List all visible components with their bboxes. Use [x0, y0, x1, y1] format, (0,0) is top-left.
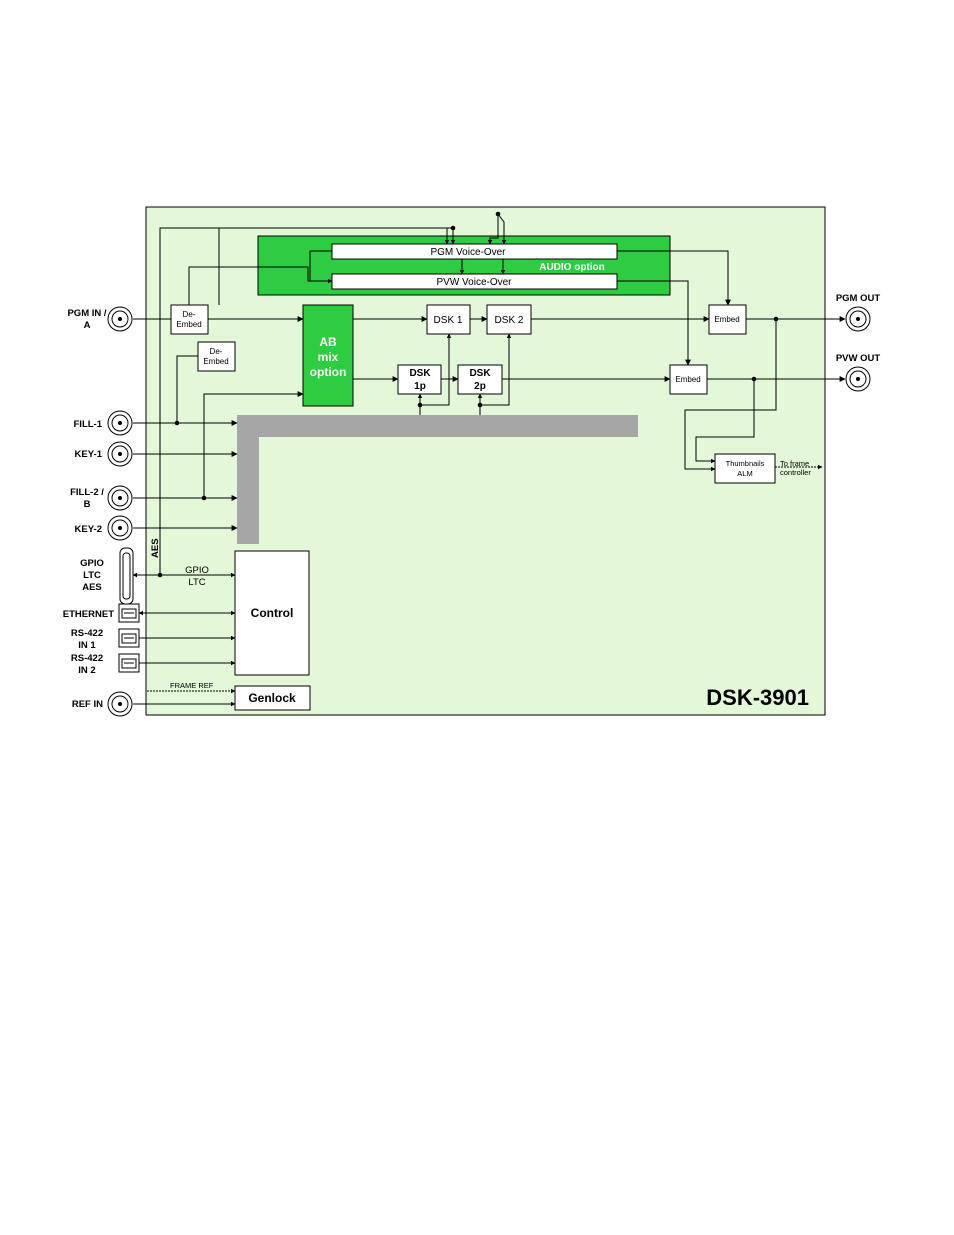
- to-frame-label: To frame: [780, 459, 809, 468]
- genlock-label: Genlock: [248, 691, 296, 705]
- dsk1p-label-2: 1p: [414, 381, 426, 392]
- ltc-wire-label: LTC: [188, 577, 205, 588]
- rj45-connector-icon-rs422-2: [118, 653, 140, 673]
- embed-box-pgm: [708, 304, 747, 335]
- embed-pgm-label: Embed: [714, 315, 739, 324]
- rs422-2-label: RS-422: [71, 653, 103, 664]
- rj45-connector-icon-rs422-1: [118, 628, 140, 648]
- dsk1-label: DSK 1: [434, 315, 463, 326]
- audio-option-label: AUDIO option: [539, 262, 605, 273]
- pvw-voiceover-label: PVW Voice-Over: [436, 277, 512, 288]
- fill2-label: FILL-2 /: [70, 487, 104, 498]
- thumbnails-alm-box: [714, 453, 776, 484]
- aes-wire-label: AES: [150, 538, 161, 558]
- dsk2p-label: DSK: [469, 368, 491, 379]
- control-label: Control: [251, 606, 294, 620]
- frame-ref-label: FRAME REF: [170, 681, 214, 690]
- ltc-label: LTC: [83, 570, 101, 581]
- rs422-1-label-2: IN 1: [78, 640, 96, 651]
- ab-mix-label-3: option: [310, 365, 347, 379]
- bnc-connector-icon-fill1: [107, 410, 133, 436]
- gpio-wire-label: GPIO: [185, 565, 209, 576]
- rj45-connector-icon-ethernet: [118, 603, 140, 623]
- bnc-connector-icon-pvw-out: [845, 366, 871, 392]
- pgm-in-label: PGM IN /: [67, 308, 106, 319]
- ab-mix-label: AB: [319, 335, 337, 349]
- ethernet-label: ETHERNET: [63, 609, 114, 620]
- dsk1-box: [426, 304, 471, 335]
- diagram-title: DSK-3901: [706, 685, 809, 710]
- dsk2-box: [486, 304, 532, 335]
- key2-label: KEY-2: [75, 524, 102, 535]
- rs422-1-label: RS-422: [71, 628, 103, 639]
- ab-mix-option-block: [302, 304, 354, 407]
- deembed-2-label-2: Embed: [203, 357, 228, 366]
- deembed-1-label: De-: [183, 310, 196, 319]
- pgm-out-label: PGM OUT: [836, 293, 881, 304]
- embed-pvw-label: Embed: [675, 375, 700, 384]
- key1-label: KEY-1: [75, 449, 103, 460]
- deembed-box-2: [197, 341, 236, 372]
- deembed-2-label: De-: [210, 347, 223, 356]
- rs422-2-label-2: IN 2: [78, 665, 95, 676]
- ref-in-label: REF IN: [72, 699, 103, 710]
- input-bus-horizontal: [237, 415, 638, 437]
- thumbnails-label: Thumbnails: [726, 459, 765, 468]
- bnc-connector-icon-key1: [107, 441, 133, 467]
- bnc-connector-icon-pgm-in: [107, 306, 133, 332]
- pgm-in-label-2: A: [84, 320, 91, 331]
- dsk2-label: DSK 2: [495, 315, 524, 326]
- dsk1p-label: DSK: [409, 368, 431, 379]
- ab-mix-label-2: mix: [318, 350, 339, 364]
- to-frame-label-2: controller: [780, 468, 811, 477]
- aes-label: AES: [82, 582, 102, 593]
- genlock-box: [234, 685, 311, 711]
- bnc-connector-icon-fill2: [107, 485, 133, 511]
- dsk1p-box: [397, 364, 442, 395]
- thumbnails-label-2: ALM: [737, 469, 752, 478]
- input-bus-vertical: [237, 415, 259, 544]
- fill2-label-2: B: [84, 499, 91, 510]
- bnc-connector-icon-ref-in: [107, 691, 133, 717]
- control-box: [234, 550, 310, 676]
- embed-box-pvw: [669, 364, 708, 395]
- bnc-connector-icon-pgm-out: [845, 306, 871, 332]
- deembed-1-label-2: Embed: [176, 320, 201, 329]
- pgm-voiceover-label: PGM Voice-Over: [430, 247, 506, 258]
- bnc-connector-icon-key2: [107, 515, 133, 541]
- dsk2p-label-2: 2p: [474, 381, 486, 392]
- fill1-label: FILL-1: [74, 419, 103, 430]
- dsub-connector-icon: [119, 547, 134, 605]
- gpio-label: GPIO: [80, 558, 104, 569]
- pvw-out-label: PVW OUT: [836, 353, 881, 364]
